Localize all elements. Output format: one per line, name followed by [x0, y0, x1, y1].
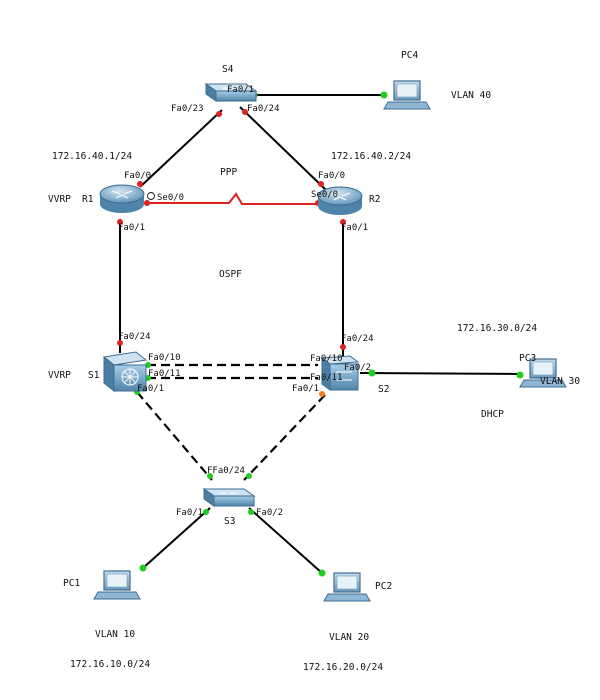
router-r1[interactable]: [99, 184, 145, 213]
device-label-pc3: PC3: [519, 353, 536, 364]
port-dot-down: [340, 344, 346, 350]
port-dot-down: [318, 181, 324, 187]
link-s4-r1[interactable]: [139, 109, 223, 188]
protocol-label-ospf: OSPF: [219, 269, 242, 280]
protocol-label-vrrp-r1: VVRP: [48, 194, 71, 205]
device-label-s2: S2: [378, 384, 389, 395]
vlan-label-10: VLAN 10: [95, 629, 135, 640]
port-label: Fa0/11: [148, 369, 181, 379]
device-label-r2: R2: [369, 194, 380, 205]
port-label: Fa0/10: [310, 354, 343, 364]
port-label: Fa0/24: [341, 334, 374, 344]
device-label-pc4: PC4: [401, 50, 418, 61]
port-label: Fa0/11: [310, 373, 343, 383]
port-label: Se0/0: [157, 193, 184, 203]
link-s3-pc1[interactable]: [142, 507, 211, 569]
pc-pc3[interactable]: [519, 358, 567, 388]
link-s1-s3[interactable]: [136, 391, 213, 481]
pc-pc4[interactable]: [383, 80, 431, 110]
switch-s3[interactable]: [202, 488, 256, 507]
port-label: Fa0/24: [118, 332, 151, 342]
port-label: Fa0/1: [292, 384, 319, 394]
network-label-10: 172.16.10.0/24: [70, 659, 150, 670]
port-label: FFa0/24: [207, 466, 245, 476]
link-s3-pc2[interactable]: [248, 507, 323, 574]
port-dot-up: [516, 371, 524, 379]
port-dot-up: [207, 473, 213, 479]
port-dot-up: [368, 369, 376, 377]
clock-icon: [147, 192, 155, 200]
device-label-s1: S1: [88, 370, 100, 381]
protocol-label-ppp: PPP: [220, 167, 237, 178]
device-label-s4: S4: [222, 64, 234, 75]
port-dot-amber: [319, 391, 325, 397]
vlan-label-30: VLAN 30: [540, 376, 580, 387]
vlan-label-20: VLAN 20: [329, 632, 369, 643]
port-label: Fa0/1: [118, 223, 145, 233]
port-label: Fa0/2: [256, 508, 283, 518]
port-dot-up: [139, 564, 147, 572]
port-dot-down: [117, 219, 123, 225]
port-dot-down: [137, 181, 143, 187]
labels: S4 PC4 R1 R2 S1 S2 PC3 S3 PC1 PC2 PPP OS…: [48, 50, 580, 673]
network-label-20: 172.16.20.0/24: [303, 662, 383, 673]
port-dot-down: [340, 219, 346, 225]
device-label-pc1: PC1: [63, 578, 80, 589]
device-label-pc2: PC2: [375, 581, 392, 592]
links: [119, 94, 523, 574]
pc-pc2[interactable]: [323, 572, 371, 602]
port-label: Fa0/10: [148, 353, 181, 363]
port-dot-down: [242, 109, 248, 115]
ip-label-r1: 172.16.40.1/24: [52, 151, 132, 162]
link-s2-s3[interactable]: [243, 394, 326, 481]
device-label-r1: R1: [82, 194, 94, 205]
port-label: Fa0/0: [124, 171, 151, 181]
port-label: Fa0/2: [344, 363, 371, 373]
pc-pc1[interactable]: [93, 570, 141, 600]
link-s2-pc3[interactable]: [359, 372, 523, 375]
port-dot-up: [380, 91, 388, 99]
port-label: Fa0/0: [318, 171, 345, 181]
port-label: Fa0/23: [171, 104, 204, 114]
port-dot-up: [318, 569, 326, 577]
port-dot-down: [117, 340, 123, 346]
port-dot-up: [203, 509, 209, 515]
link-s4-r2[interactable]: [239, 106, 327, 191]
port-indicators: [117, 91, 524, 577]
switch-s4[interactable]: [204, 83, 258, 102]
device-label-s3: S3: [224, 516, 235, 527]
protocol-label-vrrp-s1: VVRP: [48, 370, 71, 381]
port-dot-down: [216, 111, 222, 117]
port-label: Fa0/1: [137, 384, 164, 394]
multilayer-switch-s1[interactable]: [102, 351, 148, 393]
ip-label-r2: 172.16.40.2/24: [331, 151, 411, 162]
link-r1-r2-serial[interactable]: [147, 192, 321, 205]
port-label: Se0/0: [311, 190, 338, 200]
port-dot-up: [246, 473, 252, 479]
port-label: Fa0/1: [341, 223, 368, 233]
port-label: Fa0/1: [176, 508, 203, 518]
vlan-label-40: VLAN 40: [451, 90, 491, 101]
network-label-30: 172.16.30.0/24: [457, 323, 537, 334]
router-r2[interactable]: [317, 186, 363, 215]
port-label: Fa0/24: [247, 104, 280, 114]
port-label: Fa0/1: [227, 85, 254, 95]
protocol-label-dhcp: DHCP: [481, 409, 504, 420]
port-dot-up: [248, 509, 254, 515]
switch-s2[interactable]: [320, 355, 360, 391]
port-dot-down: [144, 200, 150, 206]
